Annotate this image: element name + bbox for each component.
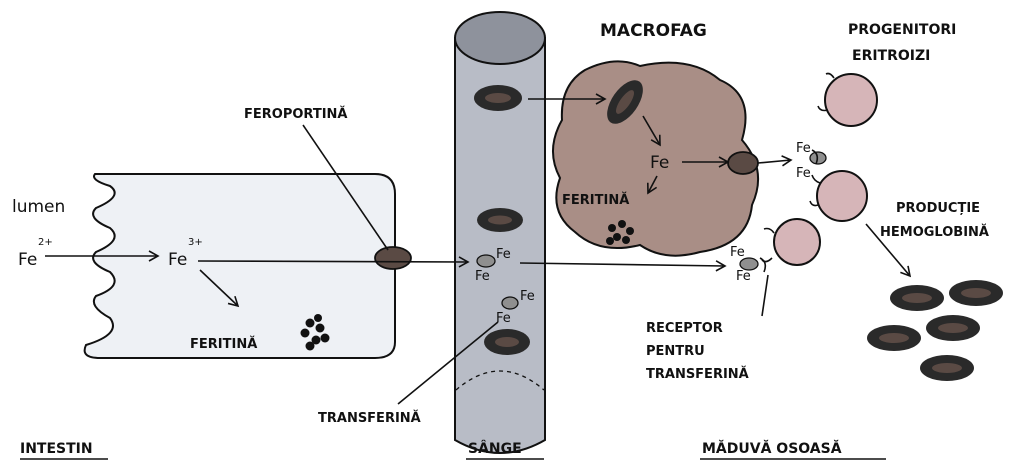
label-feroportina: FEROPORTINĂ bbox=[244, 106, 347, 122]
label-fe-macrophage: Fe bbox=[650, 153, 669, 173]
label-productie: PRODUCȚIE bbox=[896, 201, 980, 216]
ferroportin-channel-enterocyte bbox=[375, 247, 411, 269]
arrow-blood-to-marrow bbox=[520, 263, 725, 266]
section-title-sange: SÂNGE bbox=[468, 440, 522, 457]
label-fe-lumen: Fe bbox=[18, 250, 37, 270]
label-receptor: RECEPTOR bbox=[646, 321, 723, 336]
pointer-receptor bbox=[762, 275, 768, 316]
erythroid-progenitor-cell bbox=[810, 171, 867, 221]
label-transferina-receptor: TRANSFERINĂ bbox=[646, 366, 749, 382]
label-macrofag: MACROFAG bbox=[600, 21, 707, 41]
label-feritina-enterocyte: FERITINĂ bbox=[190, 336, 257, 352]
red-blood-cell bbox=[484, 329, 530, 355]
label-fe-3plus: 3+ bbox=[188, 237, 203, 248]
red-blood-cell bbox=[474, 85, 522, 111]
erythroid-progenitor-cell bbox=[762, 219, 820, 265]
label-feritina-macrophage: FERITINĂ bbox=[562, 192, 629, 208]
section-title-intestin: INTESTIN bbox=[20, 441, 93, 457]
label-lumen: lumen bbox=[12, 197, 65, 217]
transferrin-particle bbox=[502, 297, 518, 309]
ferroportin-channel-macrophage bbox=[728, 152, 758, 174]
blood-vessel bbox=[455, 12, 545, 453]
label-fe-blood-1: Fe bbox=[496, 247, 511, 262]
transferrin-particle bbox=[477, 255, 495, 267]
label-hemoglobina: HEMOGLOBINĂ bbox=[880, 224, 989, 240]
label-progenitori: PROGENITORI bbox=[848, 22, 956, 38]
arrow-macrophage-to-progenitor bbox=[758, 160, 791, 163]
red-blood-cell bbox=[477, 208, 523, 232]
label-transferina: TRANSFERINĂ bbox=[318, 410, 421, 426]
mature-red-blood-cell bbox=[920, 355, 974, 381]
label-eritroizi: ERITROIZI bbox=[852, 48, 930, 64]
mature-red-blood-cell bbox=[926, 315, 980, 341]
label-fe-marrow-2: Fe bbox=[736, 269, 751, 284]
label-fe-marrow-1: Fe bbox=[730, 245, 745, 260]
label-fe-progenitor-1: Fe bbox=[796, 141, 811, 156]
label-fe-cell: Fe bbox=[168, 250, 187, 270]
enterocyte-cell bbox=[85, 174, 395, 358]
label-pentru: PENTRU bbox=[646, 344, 705, 359]
label-fe-progenitor-2: Fe bbox=[796, 166, 811, 181]
mature-red-blood-cell bbox=[867, 325, 921, 351]
label-fe-2plus: 2+ bbox=[38, 237, 53, 248]
label-fe-blood-4: Fe bbox=[496, 311, 511, 326]
transferrin-receptor bbox=[760, 258, 765, 272]
erythroid-progenitor-cell bbox=[818, 74, 877, 127]
mature-red-blood-cell bbox=[890, 285, 944, 311]
mature-red-blood-cell bbox=[949, 280, 1003, 306]
arrow-fe-to-blood bbox=[198, 261, 468, 262]
section-title-maduva: MĂDUVĂ OSOASĂ bbox=[702, 439, 842, 457]
label-fe-blood-3: Fe bbox=[520, 289, 535, 304]
label-fe-blood-2: Fe bbox=[475, 269, 490, 284]
